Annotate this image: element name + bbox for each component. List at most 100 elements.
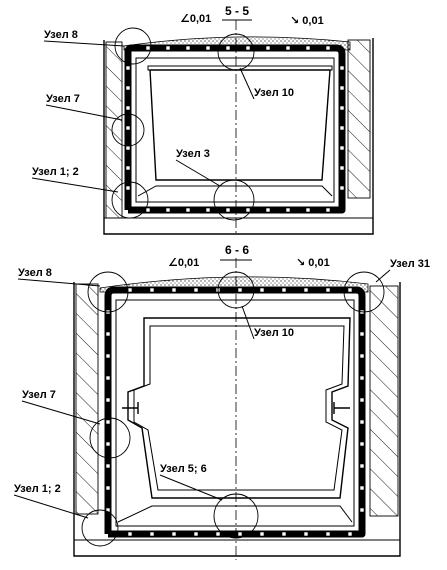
leader-node-5-6 xyxy=(159,474,223,501)
frame-block xyxy=(285,207,291,213)
section-6-6: 6 - 6 ∠0,01 ↘ 0,01 Узел 8 Узел 31 Узел 1… xyxy=(13,243,430,560)
label-node-1-2: Узел 1; 2 xyxy=(14,483,61,495)
section-title: 6 - 6 xyxy=(225,243,249,257)
frame-block xyxy=(347,531,353,537)
leader-node-7 xyxy=(45,104,123,121)
slope-right: ↘ 0,01 xyxy=(290,15,324,27)
slope-left: ∠0,01 xyxy=(180,13,211,25)
frame-block xyxy=(339,165,345,171)
label-node-8: Узел 8 xyxy=(44,29,78,41)
frame-block xyxy=(359,375,365,381)
section-5-5: 5 - 5 ∠0,01 ↘ 0,01 Узел 8 Узел 7 Узел 1;… xyxy=(31,4,374,236)
label-node-8: Узел 8 xyxy=(18,267,52,279)
support-line xyxy=(137,185,333,197)
leader-node-7 xyxy=(21,400,101,425)
leader-node-1-2 xyxy=(13,494,89,519)
frame-block xyxy=(127,287,133,293)
outer-wall-outline xyxy=(103,38,374,235)
node-circle-7 xyxy=(89,417,131,459)
frame-block xyxy=(193,531,199,537)
inner-container-inner xyxy=(133,325,345,491)
frame-block xyxy=(105,397,111,403)
frame-block xyxy=(359,397,365,403)
frame-block xyxy=(339,105,345,111)
frame-block xyxy=(245,45,251,51)
frame-block xyxy=(105,375,111,381)
frame-block xyxy=(105,353,111,359)
node-circle-8 xyxy=(87,271,129,313)
leader-node-10 xyxy=(241,305,255,340)
node-circle-1-2 xyxy=(81,509,119,547)
frame-block xyxy=(105,463,111,469)
frame-block xyxy=(225,207,231,213)
frame-block xyxy=(265,45,271,51)
support-line xyxy=(117,505,353,523)
frame-block xyxy=(237,287,243,293)
frame-block xyxy=(259,287,265,293)
frame-block xyxy=(347,287,353,293)
node-circle-10 xyxy=(217,33,255,71)
slope-right: ↘ 0,01 xyxy=(296,257,330,269)
frame-block xyxy=(305,207,311,213)
frame-block xyxy=(325,531,331,537)
node-circle-10 xyxy=(217,271,255,309)
frame-block xyxy=(125,105,131,111)
frame-blocks xyxy=(105,287,365,537)
outer-wall-outline xyxy=(73,282,401,557)
node-circle-31 xyxy=(343,271,385,313)
leader-node-8 xyxy=(43,40,125,47)
frame-block xyxy=(215,531,221,537)
frame-block xyxy=(303,287,309,293)
frame-block xyxy=(359,485,365,491)
frame-block xyxy=(359,331,365,337)
frame-blocks xyxy=(125,45,345,213)
frame-block xyxy=(125,65,131,71)
node-circle-7 xyxy=(111,113,145,147)
frame-block xyxy=(281,531,287,537)
frame-block xyxy=(105,441,111,447)
insulation-frame xyxy=(104,286,366,538)
left-hatched-wall xyxy=(105,41,123,219)
node-circle-8 xyxy=(114,27,152,65)
frame-block xyxy=(165,45,171,51)
frame-block xyxy=(359,441,365,447)
slope-left: ∠0,01 xyxy=(168,257,199,269)
label-node-1-2: Узел 1; 2 xyxy=(32,166,79,178)
frame-block xyxy=(125,125,131,131)
frame-block xyxy=(127,531,133,537)
label-node-5-6: Узел 5; 6 xyxy=(160,463,207,475)
label-node-10: Узел 10 xyxy=(254,87,294,99)
anchor-left xyxy=(122,402,139,414)
inner-frame-line xyxy=(115,299,355,527)
inner-container-rim xyxy=(147,65,333,71)
frame-block xyxy=(237,531,243,537)
frame-block xyxy=(339,65,345,71)
section-title: 5 - 5 xyxy=(225,4,249,18)
frame-block xyxy=(125,165,131,171)
frame-block xyxy=(193,287,199,293)
label-node-7: Узел 7 xyxy=(46,93,80,105)
frame-block xyxy=(145,207,151,213)
frame-block xyxy=(185,45,191,51)
frame-block xyxy=(339,145,345,151)
frame-block xyxy=(125,145,131,151)
frame-block xyxy=(303,531,309,537)
node-circle-5-6 xyxy=(213,493,259,539)
frame-block xyxy=(281,287,287,293)
frame-block xyxy=(125,185,131,191)
frame-block xyxy=(105,331,111,337)
label-node-10: Узел 10 xyxy=(254,327,294,339)
frame-block xyxy=(245,207,251,213)
frame-block xyxy=(359,507,365,513)
frame-block xyxy=(339,185,345,191)
frame-block xyxy=(265,207,271,213)
left-hatched-wall xyxy=(75,283,99,515)
frame-block xyxy=(259,531,265,537)
frame-block xyxy=(339,85,345,91)
insulation-frame xyxy=(124,44,346,214)
frame-block xyxy=(165,207,171,213)
frame-block xyxy=(171,531,177,537)
frame-block xyxy=(125,85,131,91)
label-node-3: Узел 3 xyxy=(176,148,210,160)
